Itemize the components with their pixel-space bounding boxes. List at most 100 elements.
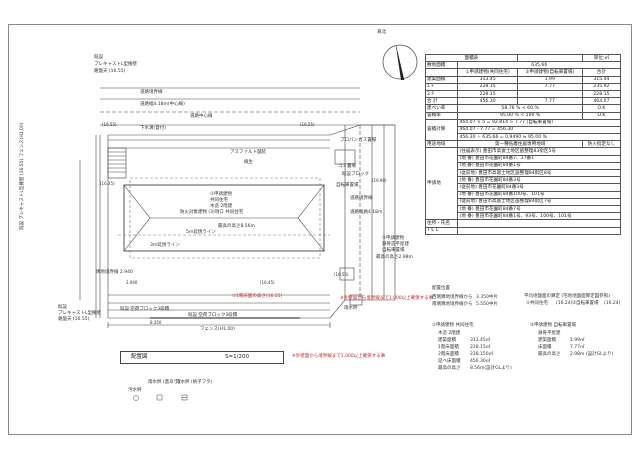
building-label-4: 防火対象建物 (3)項ロ 共同住宅 [180, 210, 244, 215]
dim-3: (16.35) [100, 181, 115, 186]
road-boundary-right: 道路境界線 [350, 196, 373, 201]
elevation-note: ①1階床面の高さ(16.55) [232, 294, 283, 299]
fence-left-label: 既設 プレキャストL型擁壁 (16.55) フェンス(H1.00) [20, 122, 25, 230]
legend-symbols [133, 394, 188, 401]
summary2-r2-k: 床面積 [538, 345, 552, 350]
max-height-label: 最高の高さ8.56m [218, 224, 255, 229]
prefab-bottom-3: 路盤天 (16.55) [58, 317, 90, 322]
block-1-label: 既設 空荷ブロック3段積 [120, 307, 170, 312]
asphalt-label: アスファルト舗装 [230, 150, 266, 155]
notes-left-row2-k: 南側隣地境界線から [432, 302, 473, 307]
notes-right-row1-k: ①共同住宅 [526, 301, 549, 306]
summary1-r3-v: 228.150㎡ [470, 352, 494, 357]
table-row: 容積計算 464.07 × 5 = 92.814 > 7.77 (自転車置場) [424, 118, 621, 142]
dim-7: 2.940 [126, 280, 138, 285]
dim-6: (16.45) [260, 280, 275, 285]
table-row: 建ぺい率 58.76 % < 60 % O.K [424, 104, 622, 113]
prefab-top-3: 路盤天 (16.55) [94, 69, 126, 74]
dim-4: (16.55) [334, 272, 349, 277]
table-header-title: 面積表 [425, 53, 518, 63]
notes-right-row1-v: (16.24) [556, 301, 573, 306]
block-2-label: 既設 空荷ブロック3段積 [188, 313, 238, 318]
summary2-r1-v: 1.99㎡ [570, 338, 585, 343]
summary1-r2-v: 228.15㎡ [470, 345, 491, 350]
summary1-r5-k: 最高の高さ [438, 366, 461, 371]
table-row: T E L [424, 226, 621, 235]
summary2-r3-k: 最高の高さ [538, 352, 561, 357]
table-row: 申請地 (住居表示) 豊田市高富士地区画整理83街区5号 [424, 147, 621, 221]
note-red: ※外壁面から境界線まで1,000以上確保する事 [292, 354, 386, 359]
dim-1: (16.55) [102, 122, 117, 127]
garbage-label: ゴミ置場 [338, 164, 356, 169]
drain-label: 雨水桝 [344, 306, 358, 311]
building-label-3: 木造 2階建 [210, 204, 233, 209]
building2-label-2: 鉄骨造平屋建 [382, 242, 409, 247]
table-row: 面積表 単位:㎡ [425, 53, 622, 63]
summary1-r3-k: 2階床面積 [438, 352, 459, 357]
summary1-r2-k: 1階床面積 [438, 345, 459, 350]
summary1-sub: 木造 2階建 [438, 331, 461, 336]
summary1-title: ①申請建物 共同住宅 [432, 323, 474, 328]
building2-label-1: ②申請建物 [382, 236, 405, 241]
road-boundary-label: 道路境界線 [140, 90, 163, 95]
summary1-r4-v: 456.30㎡ [470, 359, 491, 364]
table-row: 用途地域 第一種低層住居専用地域 防火指定なし [424, 140, 622, 149]
table-row: ①申請建物(共同住宅) ②申請建物(自転車置場) 合計 [424, 68, 622, 77]
table-row: 1 F 228.15 7.77 235.92 [424, 82, 622, 91]
dim-8: 8.350 [150, 320, 162, 325]
shadow-line-label: 5ｍ延焼ライン [186, 230, 216, 235]
table-row: 住所・氏名 [424, 219, 621, 228]
annotation-red-1: ※外壁面から境界線まで1.000以上確保する事 [340, 296, 434, 301]
prefab-top-2: プレキャストL型擁壁 [94, 62, 138, 67]
gutter-label: 下水溝(蓋付) [140, 126, 167, 131]
building-label-1: ①申請建物 [210, 192, 233, 197]
notes-right-row2-k: ②自転車置場 [572, 301, 599, 306]
summary2-sub: 鉄骨平屋建 [538, 331, 561, 336]
summary2-r3-v: 2.98m (設計GLより) [570, 352, 614, 357]
legend-1: 汚水桝 [128, 388, 142, 393]
sheet-frame [8, 24, 632, 435]
building-label-2: 共同住宅 [210, 198, 228, 203]
notes-right-title: 平均地盤面の算定 (宅地地盤面算定図参照) [524, 294, 610, 299]
summary1-r1-v: 313.45㎡ [470, 338, 491, 343]
caption-title: 配置図 [131, 354, 148, 360]
prefab-bottom-2: プレキャストL型擁壁 [58, 311, 102, 316]
building2-label-3: 自転車置場 [382, 248, 405, 253]
table-unit: 単位:㎡ [581, 53, 622, 63]
road-width-label: 道路幅4.18m(中心線) [140, 102, 185, 107]
shadow-line-2-label: 3ｍ延焼ライン [150, 243, 180, 248]
summary1-r5-v: 8.56m(設計GLより) [470, 366, 512, 371]
table-row: 合 計 456.30 7.77 464.07 [424, 97, 622, 106]
notes-left-title: 配置位置 [432, 286, 450, 291]
prefab-top-1: 既設 [94, 55, 103, 60]
table-row: 容積率 95.00 % < 100 % O.K [424, 111, 622, 120]
dim-2: (16.55) [300, 122, 315, 127]
notes-left-row1-v: 3.350中片 [476, 295, 498, 300]
north-label: 真北 [377, 30, 386, 35]
notes-right-row2-v: (16.24) [604, 301, 621, 306]
legend-2: 雨水桝 (蓋あり) [148, 380, 180, 385]
building2-label-4: 最高の高さ2.98m [376, 255, 413, 260]
drawing-caption: 配置図 S=1/200 [120, 351, 284, 364]
block-fence-label: 既設ブロック [342, 172, 369, 177]
road-width-right: 道路幅員4.18m [350, 210, 383, 215]
north-arrow-icon [382, 44, 418, 81]
adjacent-side-label: 隣地境界線 2.940 [96, 270, 133, 275]
table-row: 建築面積 313.45 1.99 315.44 [424, 75, 622, 84]
summary2-r2-v: 7.77㎡ [570, 345, 585, 350]
site-area-label: 敷地面積 [424, 61, 459, 70]
site-area-value: 635.66 [457, 61, 621, 70]
area-table: 面積表 単位:㎡ 敷地面積 635.66 ①申請建物(共同住宅) ②申請建物(自… [424, 53, 622, 235]
legend-3: 雨水桝 (格子フタ) [176, 380, 213, 385]
summary2-r1-k: 建築面積 [538, 338, 556, 343]
summary1-r1-k: 建築面積 [438, 338, 456, 343]
bottom-fence-label: フェンス(H1.00) [200, 327, 235, 332]
table-row: 2 F 228.15 228.15 [424, 89, 622, 99]
planting-label: 植生 [244, 160, 253, 165]
prefab-bottom-1: 既設 [58, 305, 67, 310]
parking-label: 自転車置場 [336, 183, 359, 188]
summary2-title: ②申請建物 自転車置場 [530, 323, 576, 328]
notes-left-row1-k: 西側隣地境界線から [432, 295, 473, 300]
